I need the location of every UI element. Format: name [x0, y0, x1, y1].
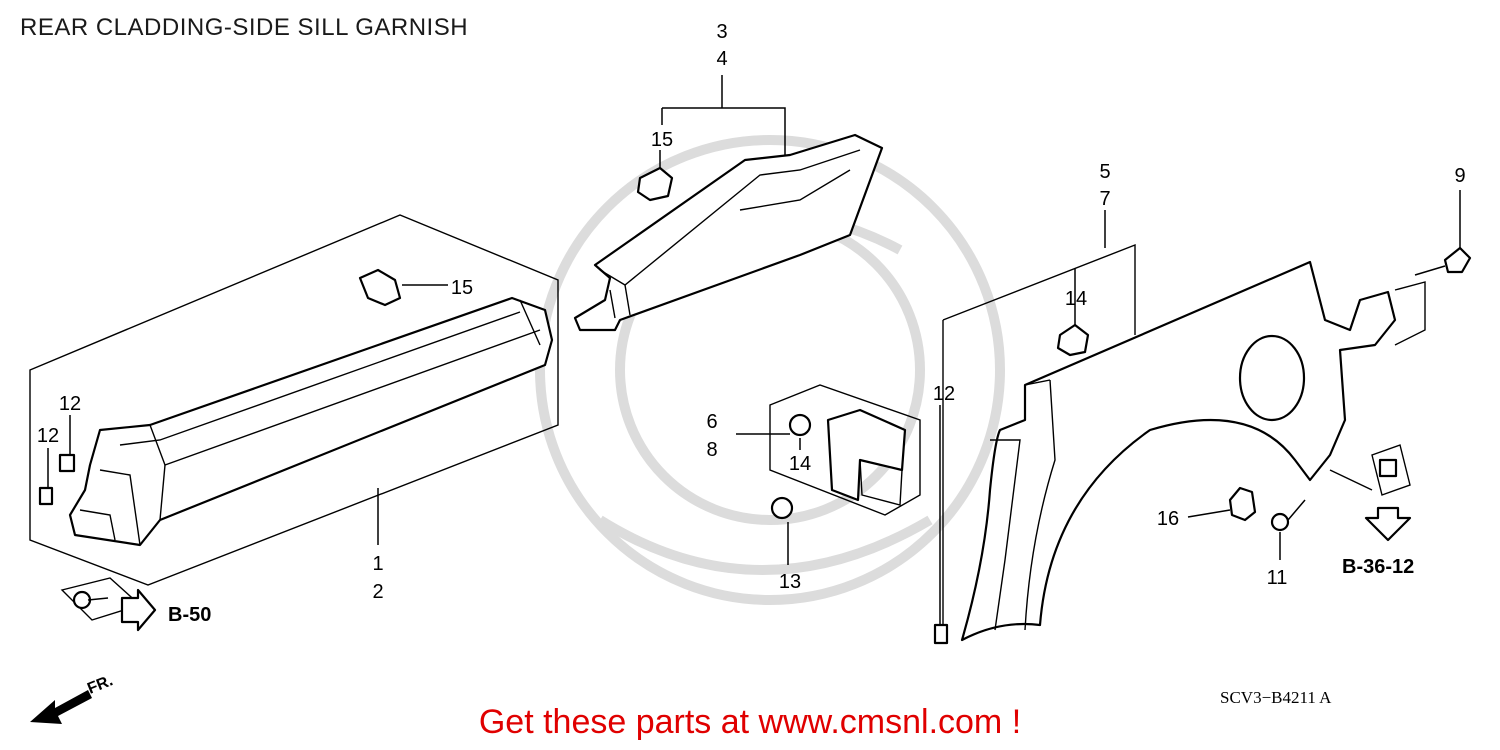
side-sill-garnish[interactable]	[68, 296, 554, 547]
callout-2: 2	[372, 581, 383, 603]
side-sill-garnish-group	[29, 214, 559, 632]
callout-4: 4	[716, 48, 727, 70]
front-arrow-icon	[30, 690, 92, 724]
callout-14-kit: 14	[789, 453, 811, 475]
callout-3: 3	[716, 21, 727, 43]
callout-16: 16	[1157, 508, 1179, 530]
callout-15-top: 15	[651, 129, 673, 151]
clip-16[interactable]	[1228, 486, 1257, 522]
callout-12-right: 12	[933, 383, 955, 405]
fuel-lid-opening	[1238, 334, 1306, 422]
rear-cladding-group	[933, 190, 1472, 645]
callout-11: 11	[1267, 567, 1288, 589]
callout-13: 13	[779, 571, 801, 593]
callout-6: 6	[706, 411, 717, 433]
callout-12-a: 12	[59, 393, 81, 415]
clip-12-a[interactable]	[58, 453, 76, 473]
callouts: 3 4 15 15 12 12 1 2 6 8 14 13 5 7 14 12 …	[37, 21, 1466, 603]
clip-12-right[interactable]	[933, 623, 949, 645]
screw-b50[interactable]	[72, 590, 92, 610]
callout-15-left: 15	[451, 277, 473, 299]
nut-b3612[interactable]	[1378, 458, 1398, 478]
footer-promo-link[interactable]: Get these parts at www.cmsnl.com !	[478, 703, 1022, 741]
callout-8: 8	[706, 439, 717, 461]
pad-kit-group	[736, 384, 921, 565]
callout-12-b: 12	[37, 425, 59, 447]
side-step-garnish[interactable]	[573, 133, 884, 332]
arrow-b3612	[1364, 506, 1412, 542]
screw-11[interactable]	[1270, 512, 1290, 532]
callout-14-right: 14	[1065, 288, 1087, 310]
front-label: FR.	[85, 672, 115, 697]
reference-b50[interactable]: B-50	[168, 604, 211, 626]
bolt-9[interactable]	[1443, 246, 1472, 274]
callout-1: 1	[372, 553, 383, 575]
clip-14-kit[interactable]	[788, 413, 812, 437]
arrow-b50	[120, 588, 157, 632]
scuff-plate-group	[573, 75, 884, 332]
diagram-code: SCV3−B4211 A	[1220, 688, 1332, 707]
diagram-title: REAR CLADDING-SIDE SILL GARNISH	[20, 14, 469, 41]
callout-7: 7	[1099, 188, 1110, 210]
rear-cladding-panel[interactable]	[960, 260, 1397, 642]
clip-15-left[interactable]	[358, 268, 402, 307]
reference-b3612[interactable]: B-36-12	[1342, 556, 1414, 578]
callout-9: 9	[1454, 165, 1465, 187]
grommet-13[interactable]	[770, 496, 794, 520]
clip-12-b[interactable]	[38, 486, 54, 506]
clip-14-right[interactable]	[1056, 323, 1090, 357]
callout-5: 5	[1099, 161, 1110, 183]
